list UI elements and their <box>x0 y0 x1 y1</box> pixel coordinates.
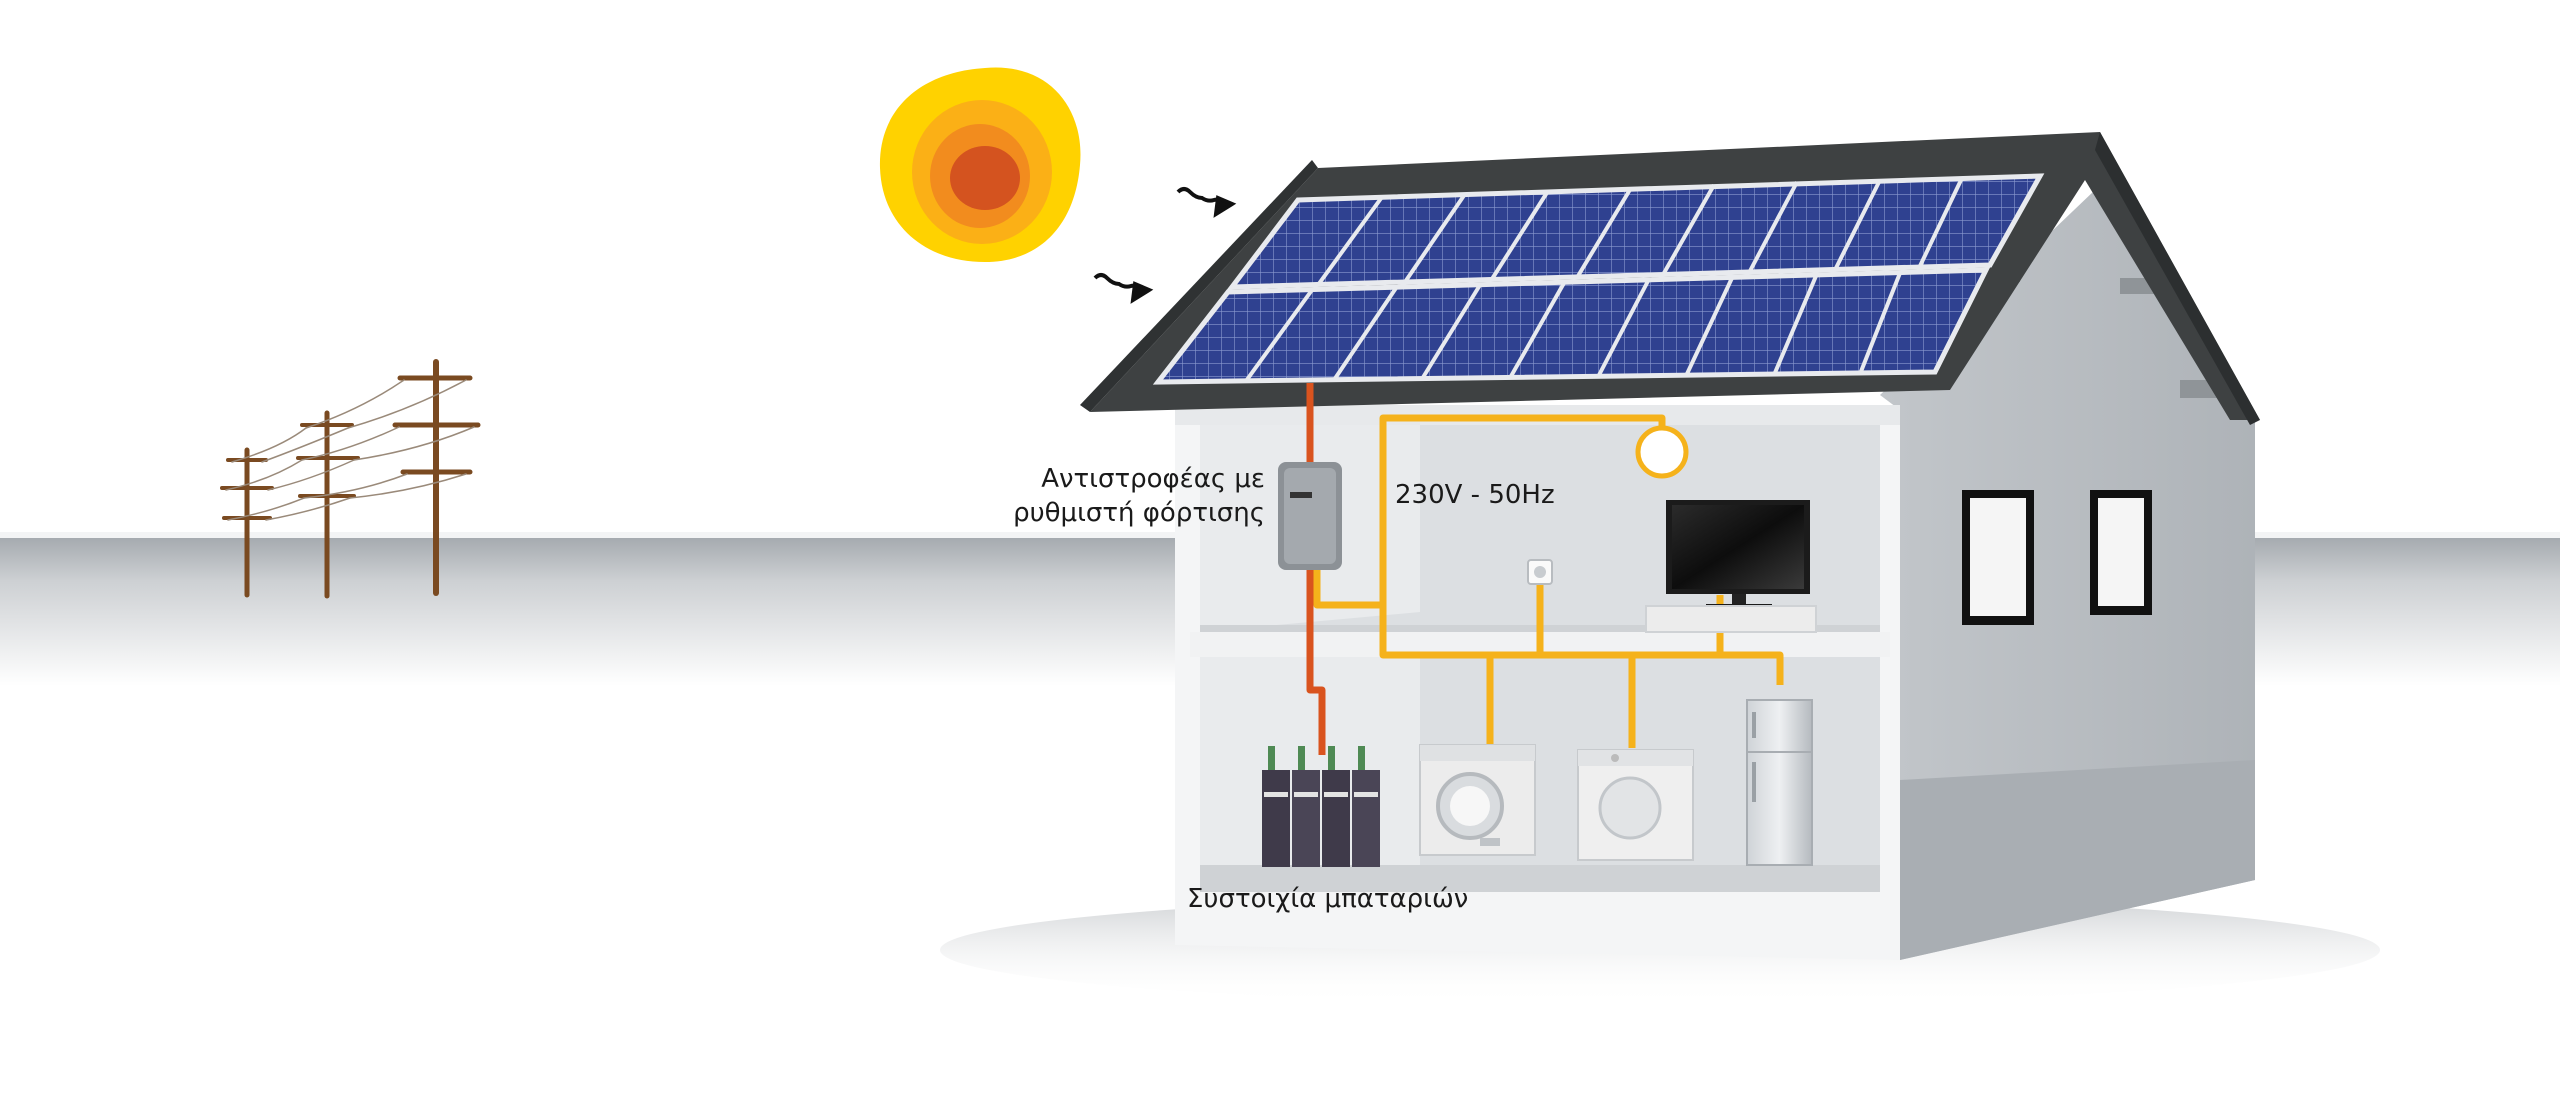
ac-wiring <box>1313 414 1784 748</box>
inverter-label-line2: ρυθμιστή φόρτισης <box>1013 498 1265 528</box>
solar-panels-icon <box>1152 173 2045 385</box>
battery-label: Συστοιχία μπαταριών <box>1187 884 1469 914</box>
power-socket-icon <box>1527 559 1553 585</box>
refrigerator-icon <box>1746 699 1813 866</box>
inverter-label-line1: Αντιστροφέας με <box>1041 464 1265 494</box>
window <box>1962 490 2152 625</box>
utility-poles-icon <box>220 359 481 599</box>
sun-icon <box>879 67 1081 262</box>
washing-machine-icon <box>1419 744 1536 856</box>
dc-wiring <box>1306 383 1326 755</box>
battery-bank-icon <box>1262 746 1380 867</box>
inverter-label: Αντιστροφέας με ρυθμιστή φόρτισης <box>960 462 1265 530</box>
voltage-label: 230V - 50Hz <box>1395 480 1555 510</box>
dryer-icon <box>1577 749 1694 861</box>
sun-ray-icon <box>1093 187 1237 304</box>
television-icon <box>1645 500 1817 633</box>
lamp-icon <box>1635 425 1689 479</box>
inverter-icon <box>1278 462 1342 570</box>
